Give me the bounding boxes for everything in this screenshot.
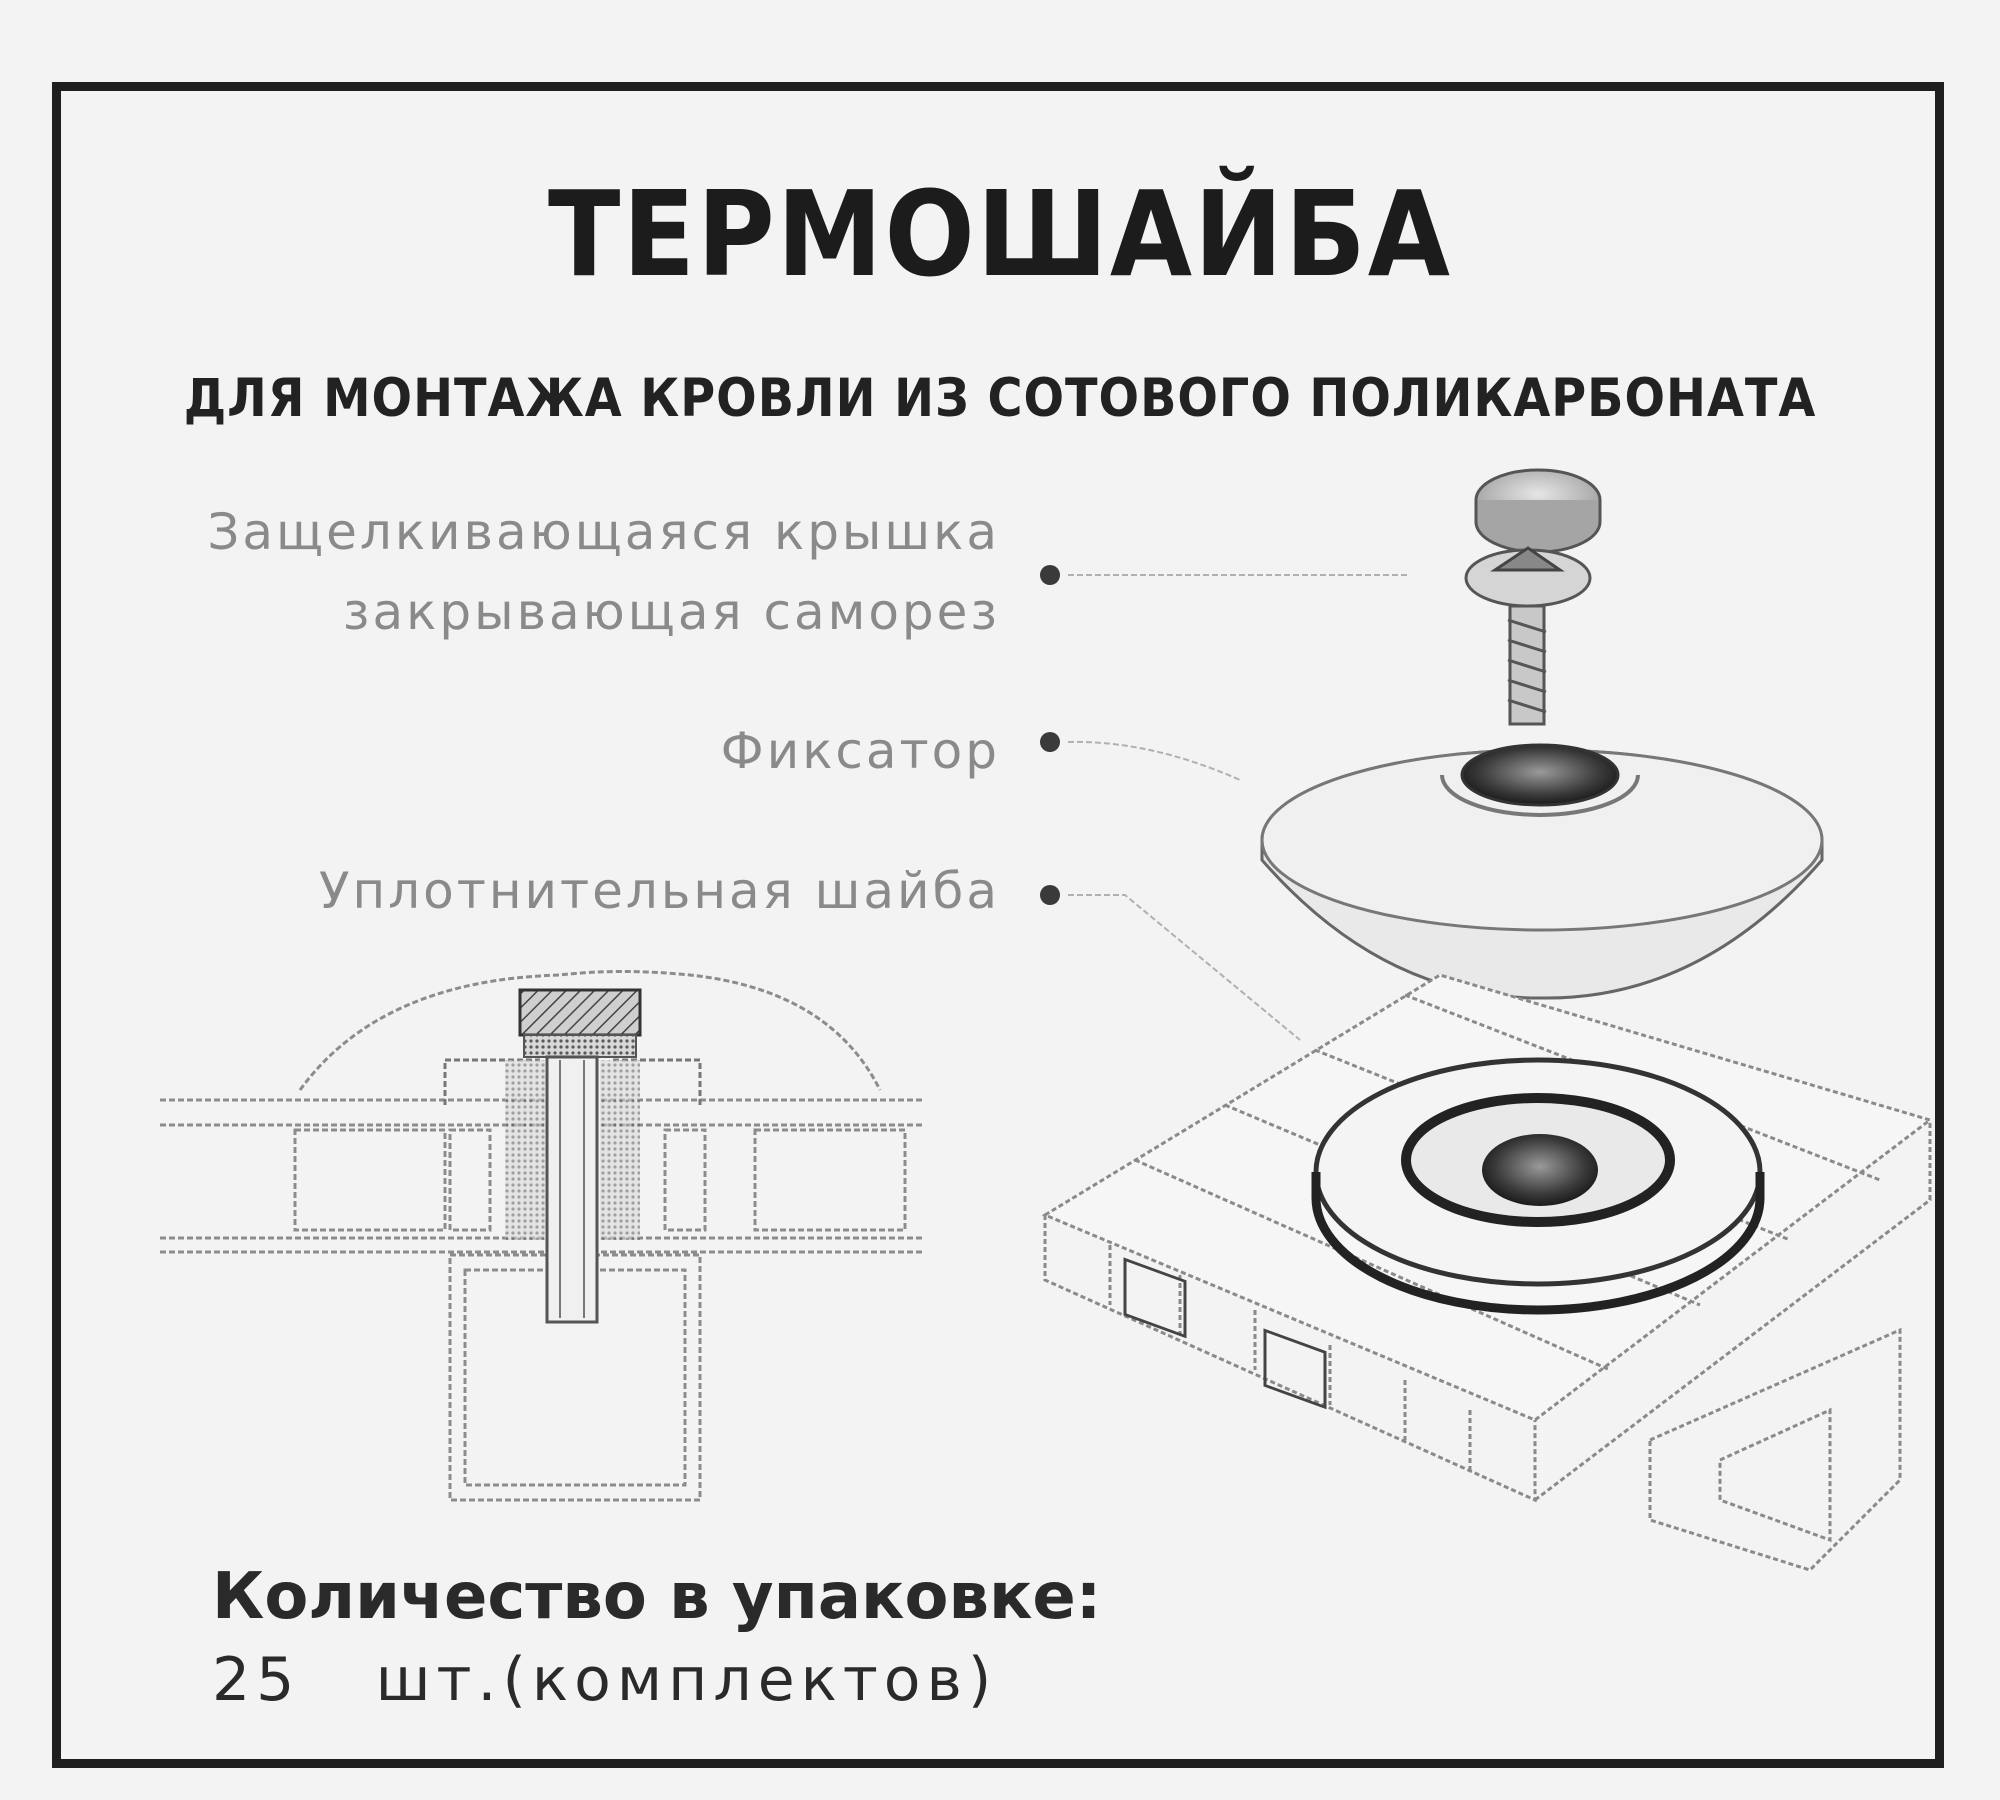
callout-fixator: Фиксатор [720, 722, 1000, 780]
product-title: ТЕРМОШАЙБА [548, 165, 1452, 303]
callout-cap-line1: Защелкивающаяся крышка [207, 503, 1000, 561]
section-screw [545, 1055, 599, 1324]
label-frame [52, 82, 1944, 1768]
callout-dot-fixator [1040, 732, 1060, 752]
sealing-washer-shape [1311, 1057, 1765, 1315]
quantity-value-line: 25 шт.(комплектов) [212, 1645, 997, 1715]
support-beam-shape [1648, 1327, 1902, 1572]
quantity-label: Количество в упаковке: [212, 1560, 1102, 1634]
callout-cap-line2: закрывающая саморез [342, 583, 1000, 641]
callout-leaders [1040, 565, 1410, 1041]
callout-dot-cap [1040, 565, 1060, 585]
product-subtitle: ДЛЯ МОНТАЖА КРОВЛИ ИЗ СОТОВОГО ПОЛИКАРБО… [183, 368, 1817, 429]
fixator-shape [1260, 743, 1824, 1000]
screw-shaft-shape [1507, 604, 1547, 726]
snap-cap-shape [1474, 468, 1602, 554]
section-dome [298, 970, 882, 1091]
screw-head-shape [1464, 546, 1592, 608]
quantity-unit: шт.(комплектов) [375, 1645, 998, 1715]
sheet-cells [1123, 1257, 1327, 1410]
section-cap-hatch [518, 988, 642, 1037]
quantity-number: 25 [212, 1645, 301, 1715]
exploded-assembly [1041, 468, 1934, 1572]
callout-dot-seal [1040, 885, 1060, 905]
callout-seal-washer: Уплотнительная шайба [319, 862, 1000, 920]
cross-section-parts [505, 988, 642, 1324]
